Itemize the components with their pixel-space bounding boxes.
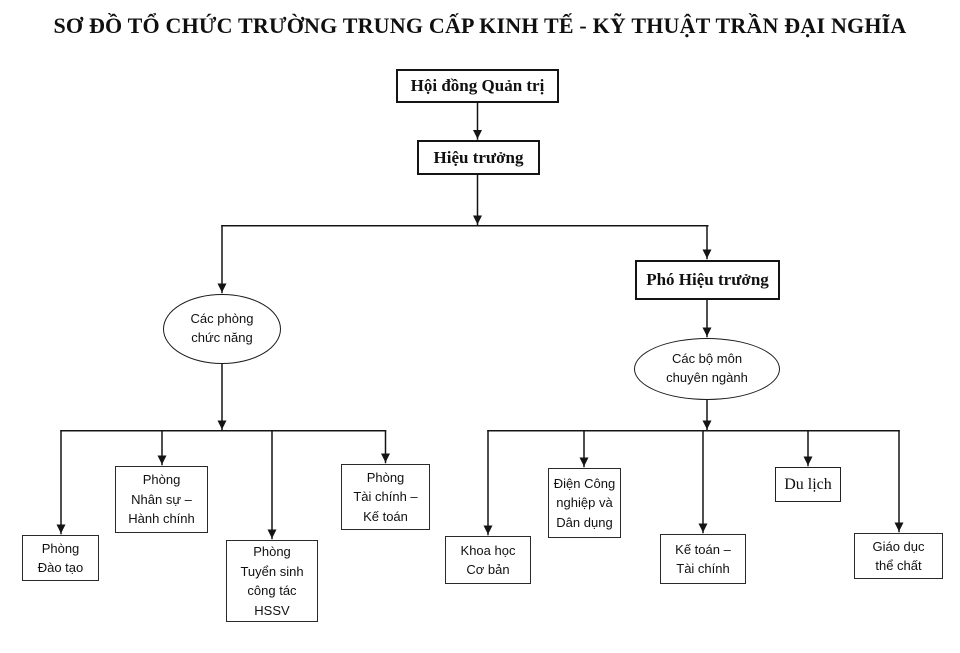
- node-hr-admin-department: Phòng Nhân sự – Hành chính: [115, 466, 208, 533]
- node-principal: Hiệu trưởng: [417, 140, 540, 175]
- node-admissions-student-affairs-department: Phòng Tuyển sinh công tác HSSV: [226, 540, 318, 622]
- node-tourism-division: Du lịch: [775, 467, 841, 502]
- node-industrial-civil-electricity-division: Điện Công nghiệp và Dân dụng: [548, 468, 621, 538]
- node-training-department: Phòng Đào tạo: [22, 535, 99, 581]
- page-title: SƠ ĐỒ TỔ CHỨC TRƯỜNG TRUNG CẤP KINH TẾ -…: [53, 13, 907, 38]
- node-board-of-directors: Hội đồng Quản trị: [396, 69, 559, 103]
- node-functional-departments: Các phòng chức năng: [163, 294, 281, 364]
- node-physical-education-division: Giáo dục thể chất: [854, 533, 943, 579]
- node-accounting-finance-division: Kế toán – Tài chính: [660, 534, 746, 584]
- node-specialized-divisions: Các bộ môn chuyên ngành: [634, 338, 780, 400]
- node-finance-accounting-department: Phòng Tài chính – Kế toán: [341, 464, 430, 530]
- node-basic-science-division: Khoa học Cơ bản: [445, 536, 531, 584]
- node-vice-principal: Phó Hiệu trưởng: [635, 260, 780, 300]
